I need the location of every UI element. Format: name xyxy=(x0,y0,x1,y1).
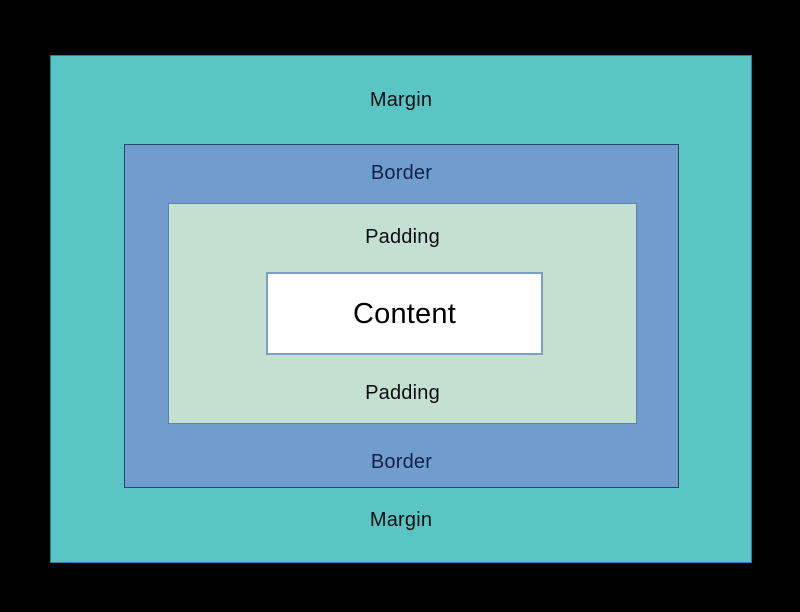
content-label: Content xyxy=(353,297,456,330)
content-box: Content xyxy=(266,272,543,355)
margin-label-top: Margin xyxy=(369,89,433,111)
border-label-top: Border xyxy=(370,162,433,184)
padding-box: Padding Content Padding xyxy=(168,203,637,424)
margin-label-bottom: Margin xyxy=(369,509,433,531)
border-box: Border Padding Content Padding Border xyxy=(124,144,679,488)
padding-label-bottom: Padding xyxy=(365,382,440,404)
margin-box: Margin Border Padding Content Padding Bo… xyxy=(50,55,752,563)
border-label-bottom: Border xyxy=(370,451,433,473)
padding-label-top: Padding xyxy=(365,226,440,248)
